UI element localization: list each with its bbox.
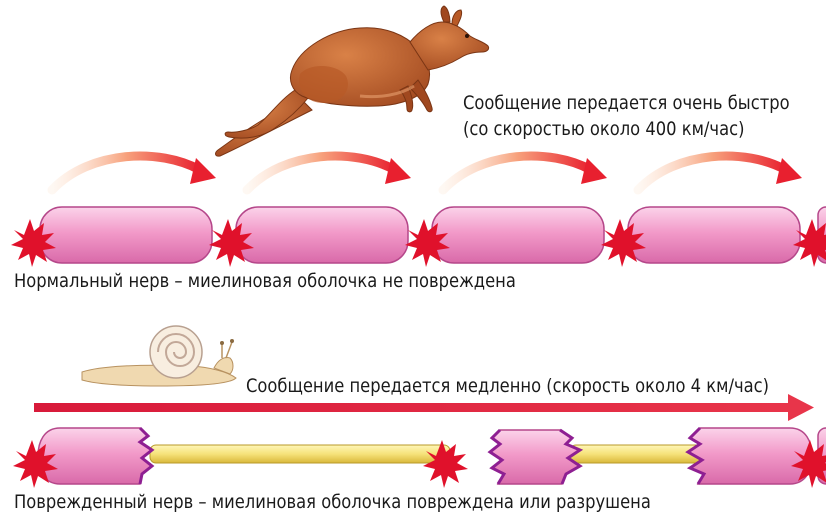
snail-icon bbox=[82, 326, 236, 386]
damaged-myelin-segment bbox=[688, 428, 812, 484]
fast-message-line2: (со скоростью около 400 км/час) bbox=[463, 118, 744, 140]
slow-message-caption: Сообщение передается медленно (скорость … bbox=[246, 375, 769, 397]
myelin-segment bbox=[628, 207, 800, 263]
fast-arrow bbox=[52, 156, 216, 190]
normal-nerve bbox=[11, 207, 826, 267]
damaged-myelin-segment bbox=[38, 428, 152, 484]
myelin-segment bbox=[432, 207, 604, 263]
kangaroo-icon bbox=[216, 6, 489, 156]
damaged-nerve bbox=[13, 428, 826, 488]
fast-arrow bbox=[443, 156, 607, 190]
exposed-axon bbox=[150, 445, 450, 463]
myelin-segment bbox=[236, 207, 408, 263]
fast-arrow bbox=[247, 156, 411, 190]
fast-arrows bbox=[52, 156, 802, 190]
slow-arrow bbox=[34, 394, 814, 421]
damaged-nerve-caption: Поврежденный нерв – миелиновая оболочка … bbox=[14, 491, 651, 513]
fast-message-line1: Сообщение передается очень быстро bbox=[463, 92, 790, 114]
normal-nerve-caption: Нормальный нерв – миелиновая оболочка не… bbox=[14, 270, 516, 292]
myelin-segment bbox=[40, 207, 212, 263]
fast-arrow bbox=[638, 156, 802, 190]
